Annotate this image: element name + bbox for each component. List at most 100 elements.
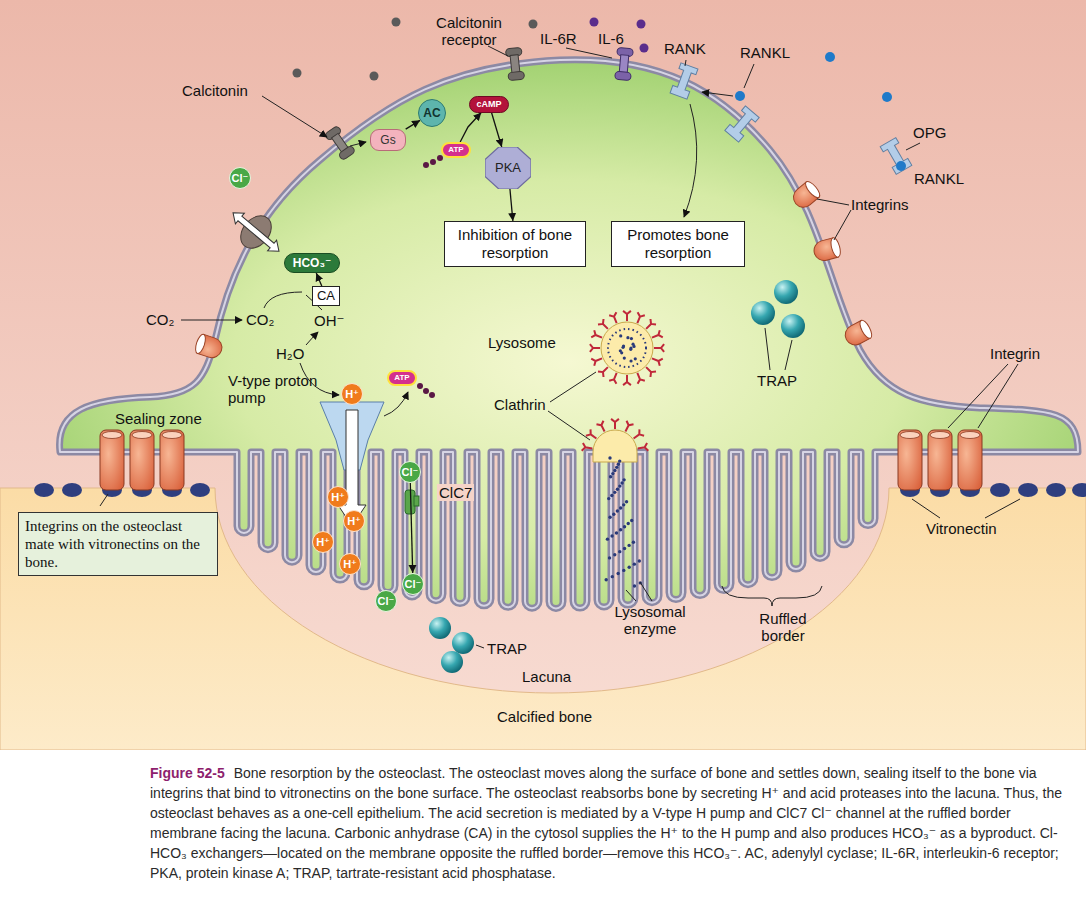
- ligand-dots: [293, 18, 907, 172]
- molecule-label: CO₂: [246, 311, 274, 328]
- enzyme-dot: [623, 525, 626, 528]
- signal-arrow: [460, 113, 481, 143]
- enzyme-circle: AC: [418, 99, 446, 127]
- clathrin-mark: [652, 330, 663, 337]
- enzyme-dot: [634, 357, 637, 360]
- enzyme-dot: [609, 475, 612, 478]
- part-label: ClC7: [437, 484, 474, 501]
- ion-circle: H⁺: [341, 383, 363, 405]
- node-text: H⁺: [345, 388, 359, 401]
- clathrin-mark: [591, 358, 602, 365]
- molecule-label: OH⁻: [314, 312, 344, 329]
- calcified-bone: [0, 488, 1086, 750]
- enzyme-dot: [613, 553, 616, 556]
- receptor-label: Calcitonin receptor: [421, 14, 517, 48]
- figure-number: Figure 52-5: [150, 765, 225, 781]
- enzyme-dot: [629, 359, 632, 362]
- node-text: H⁺: [316, 536, 330, 549]
- node-text: AC: [423, 106, 440, 120]
- enzyme-dot: [615, 466, 618, 469]
- part-label: Lysosome: [488, 334, 556, 351]
- enzyme-dot: [618, 459, 621, 462]
- clathrin-mark: [623, 311, 631, 321]
- enzyme-dot: [607, 497, 610, 500]
- enzyme-dot: [622, 569, 625, 572]
- receptor-label: IL-6R: [540, 30, 577, 47]
- signal-arrow: [406, 120, 420, 129]
- node-text: ATP: [394, 373, 409, 383]
- clathrin-mark: [637, 312, 644, 323]
- enzyme-dot: [616, 509, 619, 512]
- enzyme-dot: [627, 566, 630, 569]
- trap-enzymes: [429, 280, 805, 673]
- ion-circle: H⁺: [312, 531, 334, 553]
- node-text: H⁺: [331, 491, 345, 504]
- leader-lines: [100, 46, 1020, 648]
- enzyme-dot: [606, 537, 609, 540]
- caption-text: Bone resorption by the osteoclast. The o…: [150, 765, 1062, 881]
- enzyme-dot: [626, 336, 629, 339]
- clathrin-mark: [611, 419, 619, 429]
- figure-caption: Figure 52-5Bone resorption by the osteoc…: [150, 763, 1062, 883]
- molecule-label: H₂O: [276, 345, 304, 362]
- lysosome: [593, 322, 653, 462]
- enzyme-dot: [616, 488, 619, 491]
- clathrin-mark: [638, 443, 649, 451]
- node-text: cAMP: [476, 99, 501, 110]
- part-label: OPG: [913, 124, 946, 141]
- clathrin-mark: [654, 344, 664, 352]
- clathrin-mark: [598, 319, 608, 329]
- process-box: Inhibition of bone resorption: [444, 221, 586, 267]
- enzyme-dot: [610, 534, 613, 537]
- part-label: TRAP: [487, 640, 527, 657]
- molecule-label: CO₂: [146, 311, 174, 328]
- enzyme-dot: [620, 481, 623, 484]
- process-box: Promotes bone resorption: [611, 221, 745, 267]
- ion-circle: H⁺: [327, 486, 349, 508]
- enzyme-dot: [615, 531, 618, 534]
- clathrin-mark: [646, 319, 656, 329]
- node-text: Cl⁻: [378, 595, 395, 608]
- enzyme-dot: [627, 544, 630, 547]
- node-text: PKA: [495, 160, 521, 176]
- part-label: Sealing zone: [115, 410, 202, 427]
- second-messenger-pill: cAMP: [469, 96, 508, 113]
- clathrin-mark: [598, 367, 608, 377]
- region-label: Calcified bone: [497, 708, 592, 725]
- clathrin-mark: [582, 443, 593, 451]
- enzyme-dot: [608, 516, 611, 519]
- node-text: Promotes bone resorption: [617, 226, 739, 262]
- enzyme-dot: [616, 572, 619, 575]
- signal-arrow: [316, 273, 322, 286]
- clathrin-and-enzyme: [582, 311, 664, 588]
- enzyme-dot: [638, 559, 641, 562]
- signal-arrow: [410, 483, 412, 573]
- enzyme-dot: [619, 349, 622, 352]
- ion-pill: HCO₃⁻: [284, 253, 341, 273]
- clc7-channel: [405, 490, 419, 514]
- part-label: TRAP: [757, 372, 797, 389]
- ion-circle: H⁺: [343, 510, 365, 532]
- atp-pill: ATP: [387, 370, 416, 386]
- signal-arrow: [510, 189, 513, 221]
- enzyme-dot: [618, 484, 621, 487]
- enzyme-dot: [623, 547, 626, 550]
- enzyme-box: CA: [312, 286, 340, 306]
- enzyme-dot: [627, 522, 630, 525]
- ion-circle: Cl⁻: [402, 573, 424, 595]
- enzyme-dot: [619, 334, 622, 337]
- enzyme-dot: [604, 578, 607, 581]
- clathrin-mark: [609, 373, 616, 384]
- node-text: ATP: [448, 145, 463, 155]
- octagon-shape: [485, 147, 531, 189]
- part-label: V-type proton pump: [228, 372, 320, 406]
- clathrin-mark: [590, 344, 600, 352]
- node-text: Cl⁻: [232, 172, 249, 185]
- node-text: Integrins on the osteoclast mate with vi…: [25, 517, 211, 571]
- clathrin-mark: [634, 429, 644, 438]
- osteoclast-illustration: [0, 0, 1086, 750]
- part-label: Lysosomal enzyme: [606, 603, 694, 637]
- enzyme-dot: [613, 469, 616, 472]
- enzyme-dot: [630, 519, 633, 522]
- enzyme-dot: [611, 575, 614, 578]
